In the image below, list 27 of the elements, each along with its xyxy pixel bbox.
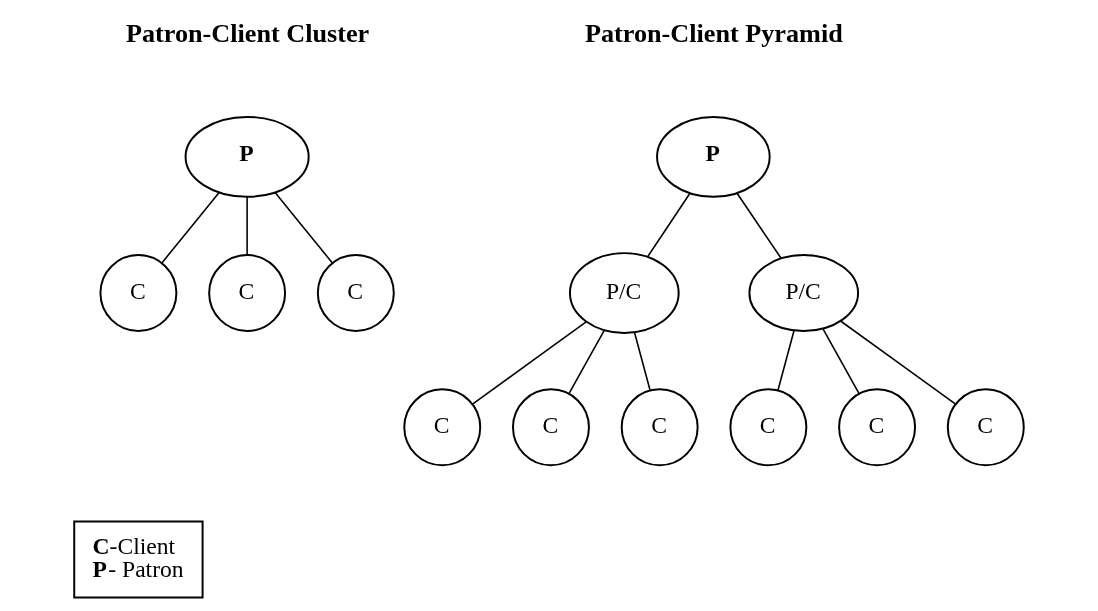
- connector: [246, 196, 248, 256]
- label: Patron-Client Cluster: [125, 19, 370, 49]
- connector: [161, 191, 220, 264]
- node-box: C-Client P- Patron: [73, 520, 204, 599]
- node-circle: C: [620, 388, 699, 467]
- node-circle: C: [946, 388, 1025, 467]
- connector: [646, 192, 691, 258]
- connector: [736, 192, 782, 260]
- connector: [822, 328, 860, 395]
- connector: [777, 329, 795, 392]
- connector: [839, 320, 957, 405]
- node-circle: C: [512, 388, 590, 467]
- node-circle: C: [838, 388, 917, 467]
- connector: [633, 331, 651, 392]
- node-ellipse: P: [184, 115, 310, 198]
- label: Patron-Client Pyramid: [585, 19, 843, 49]
- connector: [471, 321, 587, 405]
- connector: [274, 191, 334, 264]
- connector: [568, 329, 606, 395]
- node-ellipse: P/C: [568, 252, 680, 334]
- node-circle: C: [99, 254, 178, 333]
- node-ellipse: P/C: [748, 254, 860, 333]
- node-ellipse: P: [656, 115, 771, 198]
- node-circle: C: [729, 388, 808, 467]
- node-circle: C: [403, 388, 482, 467]
- node-circle: C: [208, 254, 287, 333]
- node-circle: C: [316, 254, 395, 333]
